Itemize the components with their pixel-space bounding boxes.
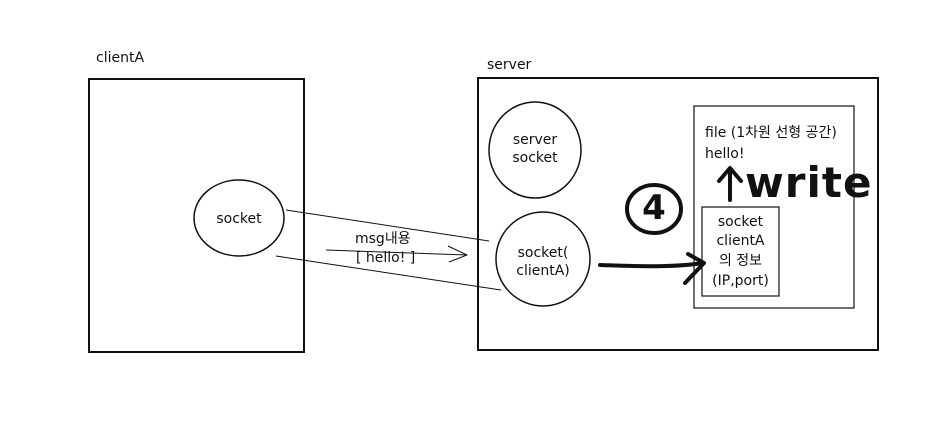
socket-info-label-1: socket bbox=[717, 214, 764, 230]
clientA-box bbox=[88, 78, 305, 353]
client-socket-label-1: socket( bbox=[517, 245, 569, 261]
socket-info-label-2: clientA bbox=[716, 233, 765, 249]
server-title: server bbox=[487, 57, 532, 73]
connection-line-top bbox=[285, 209, 490, 242]
message-label-2: [ hello! ] bbox=[356, 250, 416, 266]
message-arrowhead bbox=[447, 245, 469, 263]
socket-info-label-3: 의 정보 bbox=[718, 253, 763, 269]
write-annotation: write bbox=[745, 158, 873, 207]
message-arrow bbox=[325, 249, 468, 256]
server-socket-label-2: socket bbox=[512, 150, 558, 166]
write-up-arrow bbox=[717, 166, 743, 202]
clientA-socket-node bbox=[193, 179, 285, 257]
server-socket-label-1: server bbox=[512, 132, 558, 148]
clientA-title: clientA bbox=[96, 50, 145, 66]
step-marker-circle bbox=[625, 183, 683, 235]
socket-info-label-4: (IP,port) bbox=[712, 273, 769, 289]
server-socket-node bbox=[488, 101, 582, 199]
client-socket-label-2: clientA) bbox=[516, 263, 570, 279]
clientA-socket-label: socket bbox=[216, 211, 262, 227]
client-socket-node bbox=[495, 211, 591, 307]
socket-info-box bbox=[701, 206, 780, 297]
connection-line-bottom bbox=[275, 255, 502, 291]
store-arrow bbox=[598, 261, 705, 269]
server-box bbox=[477, 77, 879, 351]
file-box bbox=[693, 105, 855, 309]
step-marker-label: 4 bbox=[642, 188, 666, 228]
message-label-1: msg내용 bbox=[355, 231, 411, 247]
store-arrowhead bbox=[683, 252, 706, 285]
file-label-2: hello! bbox=[705, 146, 745, 162]
file-label-1: file (1차원 선형 공간) bbox=[705, 125, 837, 141]
